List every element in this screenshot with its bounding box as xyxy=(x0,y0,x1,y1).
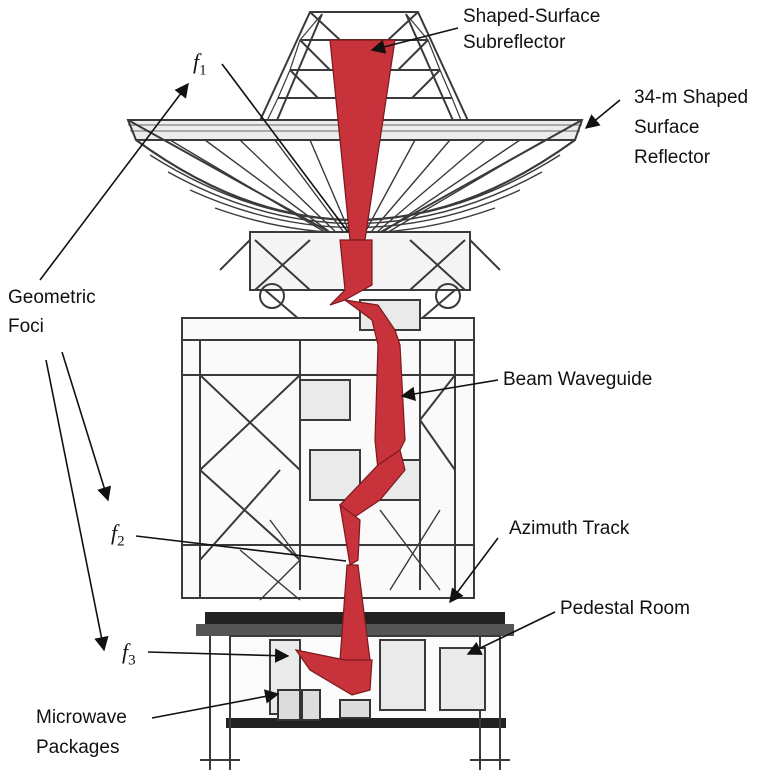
microwave-label-line2: Packages xyxy=(36,737,120,758)
microwave-packages xyxy=(277,689,371,721)
pedestal-room-label: Pedestal Room xyxy=(560,598,690,619)
subreflector-leader xyxy=(370,27,459,54)
focus-f1-label: f1 xyxy=(193,49,207,79)
foci-label-line2: Foci xyxy=(8,316,44,337)
foci-leader-f3 xyxy=(45,359,109,652)
reflector-label-line1: 34-m Shaped xyxy=(634,87,749,108)
leader-lines xyxy=(39,27,621,719)
focus-f3-label: f3 xyxy=(122,639,136,669)
focus-f2-label: f2 xyxy=(111,520,125,550)
microwave-label-line1: Microwave xyxy=(36,707,127,728)
reflector-leader xyxy=(584,99,621,129)
subreflector-label-line2: Subreflector xyxy=(463,32,566,53)
beam-waveguide-label: Beam Waveguide xyxy=(503,369,653,390)
alidade-structure xyxy=(181,299,475,601)
reflector-label-line3: Reflector xyxy=(634,147,711,168)
foci-label-line1: Geometric xyxy=(8,287,96,308)
subreflector-label-line1: Shaped-Surface xyxy=(463,6,601,27)
microwave-leader xyxy=(151,689,280,719)
foci-leader-f2 xyxy=(61,351,112,502)
waveguide-leader xyxy=(400,379,499,401)
f1-pointer xyxy=(221,63,349,233)
azimuth-leader xyxy=(449,537,499,604)
reflector-label-line2: Surface xyxy=(634,117,700,138)
pedestal-leader xyxy=(466,611,556,655)
rf-beam-path xyxy=(294,39,406,696)
azimuth-track-label: Azimuth Track xyxy=(509,518,630,539)
f2-pointer xyxy=(135,535,347,562)
f3-pointer xyxy=(147,648,290,663)
foci-leader-f1 xyxy=(39,82,189,281)
